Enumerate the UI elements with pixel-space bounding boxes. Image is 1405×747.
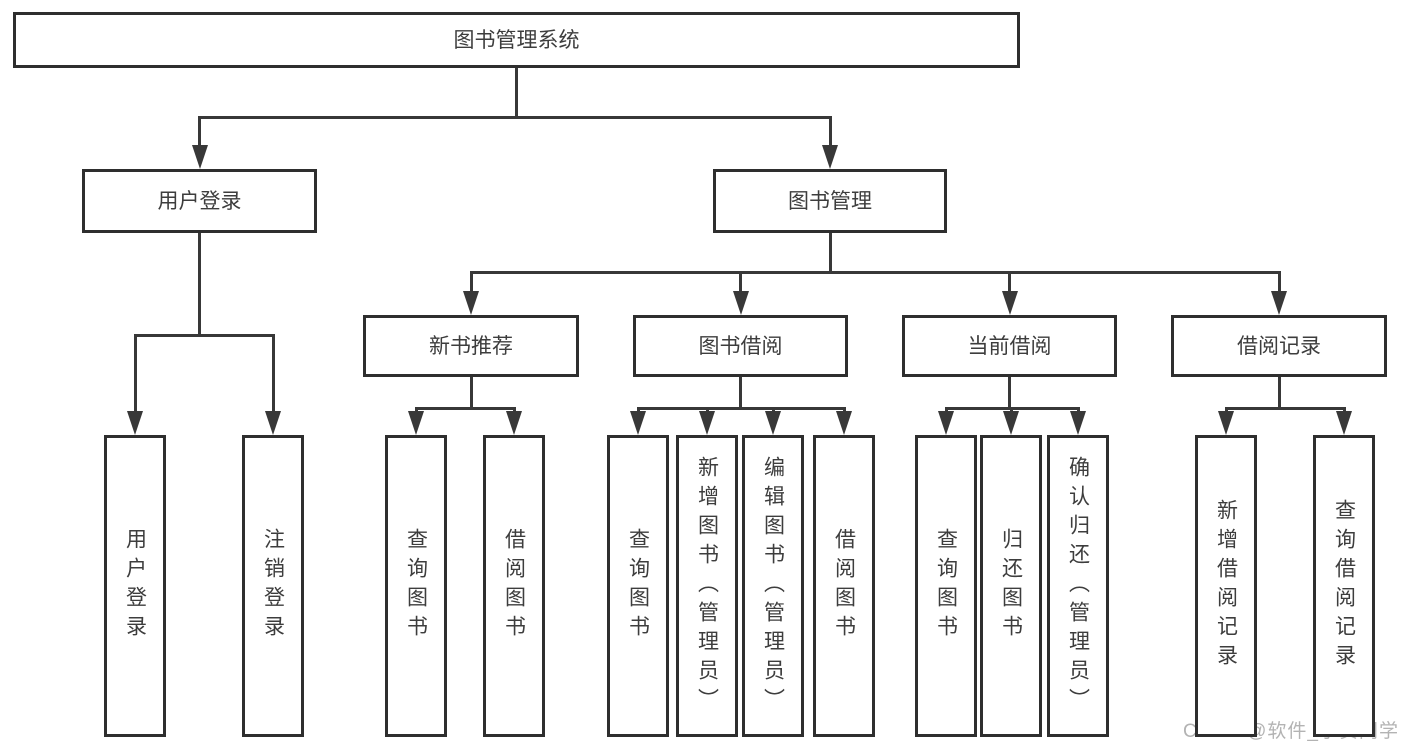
connector-line-vertical [515, 68, 518, 117]
connector-arrow-down-icon [1271, 291, 1287, 315]
connector-line-horizontal [414, 406, 516, 410]
node-book-mgmt: 图书管理 [713, 169, 947, 233]
node-leaf-cb-confirm: 确认归还（管理员） [1047, 435, 1109, 737]
connector-line-horizontal [469, 270, 1281, 274]
connector-arrow-down-icon [822, 145, 838, 169]
connector-line-horizontal [636, 406, 846, 410]
node-leaf-nbr-query: 查询图书 [385, 435, 447, 737]
connector-arrow-down-icon [699, 411, 715, 435]
connector-arrow-down-icon [938, 411, 954, 435]
connector-line-vertical [828, 233, 832, 272]
node-leaf-cb-return: 归还图书 [980, 435, 1042, 737]
node-leaf-br-add: 新增借阅记录 [1195, 435, 1257, 737]
connector-line-vertical [133, 335, 137, 415]
connector-arrow-down-icon [1070, 411, 1086, 435]
connector-line-vertical [198, 233, 201, 335]
connector-line-vertical [739, 272, 742, 295]
connector-line-vertical [469, 272, 473, 295]
node-new-book-rec: 新书推荐 [363, 315, 579, 377]
connector-arrow-down-icon [732, 291, 749, 315]
node-current-borrow: 当前借阅 [902, 315, 1117, 377]
connector-arrow-down-icon [265, 411, 281, 435]
connector-line-vertical [828, 117, 832, 149]
connector-arrow-down-icon [191, 145, 208, 169]
connector-line-vertical [469, 377, 473, 408]
connector-arrow-down-icon [463, 291, 479, 315]
node-book-borrow: 图书借阅 [633, 315, 848, 377]
connector-line-vertical [198, 117, 201, 149]
connector-line-vertical [1008, 272, 1011, 295]
node-leaf-nbr-borrow: 借阅图书 [483, 435, 545, 737]
connector-arrow-down-icon [1336, 411, 1352, 435]
node-leaf-bb-borrow: 借阅图书 [813, 435, 875, 737]
connector-line-horizontal [1224, 406, 1346, 410]
connector-line-horizontal [198, 115, 832, 119]
node-leaf-br-query: 查询借阅记录 [1313, 435, 1375, 737]
connector-arrow-down-icon [506, 411, 522, 435]
node-leaf-cb-query: 查询图书 [915, 435, 977, 737]
node-leaf-bb-query: 查询图书 [607, 435, 669, 737]
connector-arrow-down-icon [1218, 411, 1234, 435]
node-root: 图书管理系统 [13, 12, 1020, 68]
connector-arrow-down-icon [1001, 291, 1018, 315]
connector-arrow-down-icon [127, 411, 143, 435]
connector-arrow-down-icon [765, 411, 781, 435]
connector-line-vertical [271, 335, 275, 415]
connector-line-vertical [1277, 272, 1281, 295]
connector-line-vertical [1277, 377, 1281, 408]
node-leaf-logout: 注销登录 [242, 435, 304, 737]
connector-arrow-down-icon [630, 411, 646, 435]
node-user-login: 用户登录 [82, 169, 317, 233]
node-borrow-records: 借阅记录 [1171, 315, 1387, 377]
connector-arrow-down-icon [408, 411, 424, 435]
connector-line-horizontal [133, 333, 275, 337]
connector-line-vertical [1008, 377, 1011, 408]
connector-arrow-down-icon [836, 411, 852, 435]
connector-line-vertical [739, 377, 742, 408]
node-leaf-bb-add: 新增图书（管理员） [676, 435, 738, 737]
node-leaf-user-login: 用户登录 [104, 435, 166, 737]
connector-arrow-down-icon [1003, 411, 1019, 435]
node-leaf-bb-edit: 编辑图书（管理员） [742, 435, 804, 737]
